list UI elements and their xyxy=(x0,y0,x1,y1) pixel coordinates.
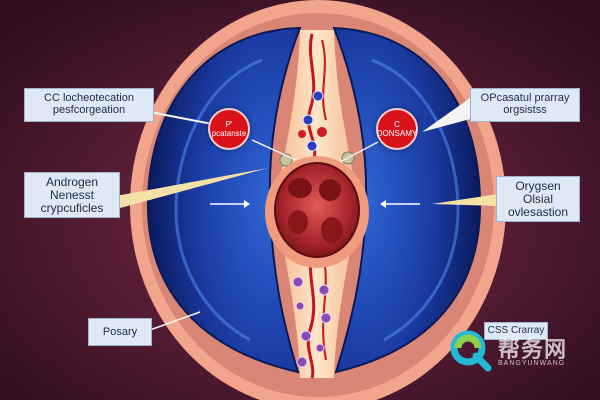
watermark: 帮务网 BANGYUNWANG xyxy=(446,326,596,376)
left-chamber xyxy=(146,26,302,374)
label-top-left: CC locheotecation pesfcorgeation xyxy=(24,88,154,122)
cells-bottom xyxy=(292,276,332,368)
label-mid-right-line1: Orygsen xyxy=(515,179,561,193)
label-mid-left: Androgen Nenesst crypcuficles xyxy=(24,172,120,218)
label-mid-left-line3: crypcuficles xyxy=(40,201,104,215)
label-bottom-left: Posary xyxy=(88,318,152,346)
vessel-top-branch xyxy=(321,39,327,121)
label-top-right: OPcasatul prarray orgsistss xyxy=(470,88,580,122)
pointer-top-left xyxy=(149,111,213,125)
label-top-left-line2: pesfcorgeation xyxy=(52,104,126,116)
right-chamber xyxy=(332,26,482,374)
label-bottom-left-line1: Posary xyxy=(102,326,138,338)
label-bottom-right: CSS Crarray xyxy=(484,322,548,340)
label-top-right-line2: orgsistss xyxy=(503,104,547,116)
right-chamber-highlight xyxy=(371,58,460,342)
label-top-right-line1: OPcasatul prarray xyxy=(480,92,570,104)
pointer-mid-right xyxy=(432,194,498,206)
label-mid-right-line2: Olsial xyxy=(522,192,553,206)
badge-right-line2: DONSAMY xyxy=(376,129,418,138)
label-bottom-right-line1: CSS Crarray xyxy=(487,325,545,336)
label-mid-left-line2: Nenesst xyxy=(49,188,95,202)
badge-left-line1: P' xyxy=(225,120,233,129)
pointer-mid-left xyxy=(116,168,268,208)
arrow-left-head xyxy=(244,200,250,208)
label-top-left-line1: CC locheotecation xyxy=(44,92,134,104)
organ-lobe-3 xyxy=(288,210,308,234)
badge-right-line1: C xyxy=(394,120,400,129)
organ-lobe-4 xyxy=(321,217,343,243)
pointer-badge-left xyxy=(251,139,297,161)
left-chamber-highlight xyxy=(174,58,263,342)
pointer-bottom-left xyxy=(149,311,201,331)
central-organ xyxy=(274,162,360,258)
badge-right: C DONSAMY xyxy=(376,108,418,150)
label-mid-right-line3: ovlesastion xyxy=(507,205,569,219)
watermark-brand: 帮务网 xyxy=(498,337,568,362)
pointer-top-right xyxy=(422,98,474,132)
pointer-badge-right xyxy=(339,141,379,163)
arrow-right-head xyxy=(380,200,386,208)
badge-left-line2: pcatanste xyxy=(211,129,247,138)
watermark-logo-icon xyxy=(450,330,492,372)
watermark-sub: BANGYUNWANG xyxy=(498,360,566,367)
badge-left: P' pcatanste xyxy=(208,108,250,150)
label-mid-left-line1: Androgen xyxy=(45,175,99,189)
organ-lobe-2 xyxy=(319,179,341,201)
label-mid-right: Orygsen Olsial ovlesastion xyxy=(496,176,580,222)
vessel-bottom xyxy=(306,249,316,379)
organ-lobe-1 xyxy=(288,178,312,198)
